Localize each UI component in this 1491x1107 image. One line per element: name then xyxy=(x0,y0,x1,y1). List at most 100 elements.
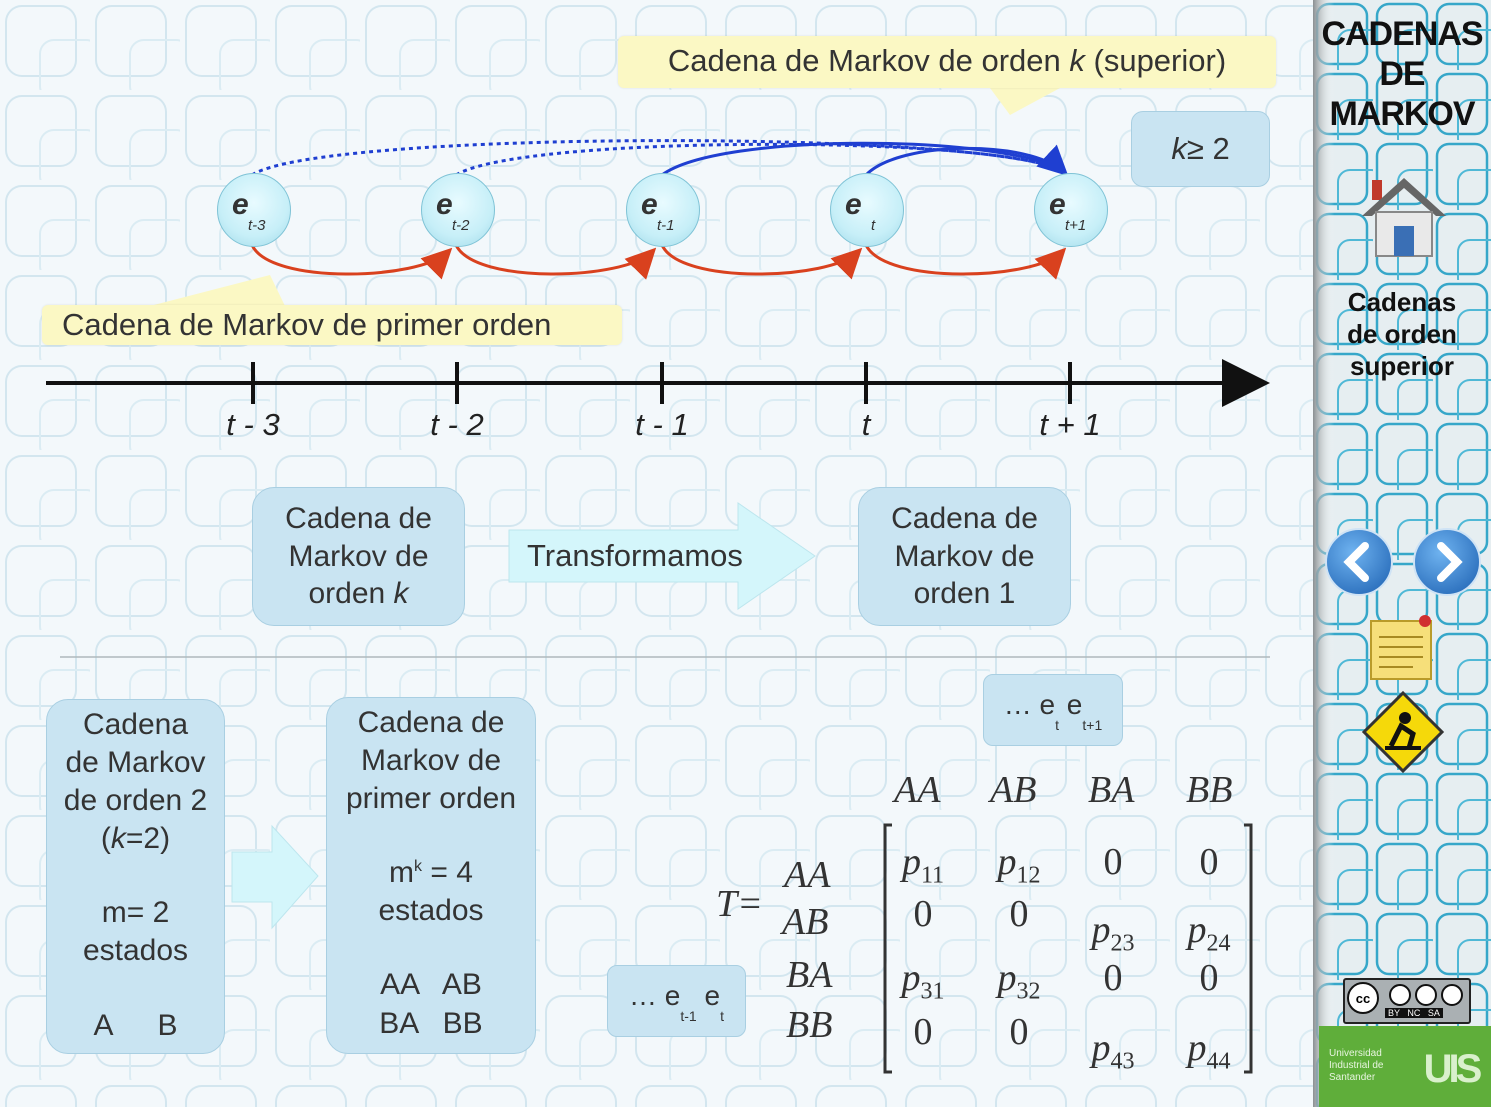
construction-icon[interactable] xyxy=(1361,690,1445,774)
uni-line: Universidad xyxy=(1329,1048,1382,1059)
box-line: mk = 4 xyxy=(346,854,516,892)
tick-label-t: t xyxy=(861,407,871,442)
transform-arrow-label: Transformamos xyxy=(527,538,743,573)
state-letter: e xyxy=(1049,188,1066,221)
state-label: A xyxy=(93,1008,114,1042)
title-line: MARKOV xyxy=(1329,95,1475,133)
tag-subscript: t xyxy=(1055,716,1060,733)
tick-t-1 xyxy=(660,362,664,404)
state-subscript: t xyxy=(871,217,876,234)
matrix-cell: p24 xyxy=(1187,909,1231,957)
matrix-cell: p23 xyxy=(1091,909,1135,957)
callout-text: Cadena de Markov de orden xyxy=(667,43,1070,78)
sidebar-title: CADENAS DE MARKOV xyxy=(1313,14,1491,134)
box-line: Cadena de xyxy=(285,502,432,536)
chevron-left-icon xyxy=(1343,542,1369,582)
transform-arrow xyxy=(508,502,816,610)
box-line: Cadena xyxy=(82,708,189,741)
k-symbol: k xyxy=(1171,130,1187,166)
university-name: Universidad Industrial de Santander xyxy=(1329,1048,1409,1084)
notes-icon[interactable] xyxy=(1367,613,1437,683)
callout-text-end: (superior) xyxy=(1084,43,1227,78)
box-text: orden xyxy=(308,577,394,611)
matrix-cell: 0 xyxy=(913,1011,933,1053)
box-text: = 4 xyxy=(422,856,473,890)
box-line: estados xyxy=(82,934,189,968)
cc-icon: cc xyxy=(1347,982,1379,1014)
matrix-cell: 0 xyxy=(1103,957,1123,999)
home-icon[interactable] xyxy=(1358,172,1450,264)
matrix-cell: p32 xyxy=(997,957,1041,1005)
title-line: CADENAS xyxy=(1321,15,1483,53)
box-line: Markov de xyxy=(894,539,1035,573)
tick-t+1 xyxy=(1068,362,1072,404)
chevron-right-icon xyxy=(1437,542,1463,582)
uni-line: Industrial de xyxy=(1329,1060,1384,1071)
box-text: m xyxy=(389,856,415,890)
state-label: B xyxy=(157,1008,178,1042)
tag-text: … e xyxy=(629,979,681,1011)
box-line: de orden 2 xyxy=(63,784,208,818)
matrix-cell: p12 xyxy=(997,841,1041,889)
tick-label-t+1: t + 1 xyxy=(1039,407,1101,442)
box-line: primer orden xyxy=(345,782,517,816)
tag-subscript: t-1 xyxy=(680,1007,697,1024)
tick-t-2 xyxy=(455,362,459,404)
cc-license-badge[interactable]: cc BY NC SA xyxy=(1343,978,1471,1024)
tick-t-3 xyxy=(251,362,255,404)
box-line: orden k xyxy=(285,575,432,613)
matrix-brackets xyxy=(883,823,1253,1074)
tag-text: … e xyxy=(1003,688,1056,720)
row-header-AA: AA xyxy=(784,854,831,896)
section-line: superior xyxy=(1349,351,1455,381)
next-button[interactable] xyxy=(1413,528,1481,596)
sidebar: CADENAS DE MARKOV Cadenas de orden super… xyxy=(1313,0,1491,1107)
tick-label-t-3: t - 3 xyxy=(226,407,280,442)
box-text: ( xyxy=(100,822,111,856)
matrix-cell: p44 xyxy=(1187,1027,1231,1075)
order-1-box: Cadena de Markov de orden 1 xyxy=(858,487,1071,626)
row-header-BA: BA xyxy=(786,954,833,996)
first-order-example-box: Cadena de Markov de primer orden mk = 4 … xyxy=(326,697,536,1054)
box-line: estados xyxy=(378,894,484,928)
row-header-AB: AB xyxy=(782,901,829,943)
column-tag: … et et+1 xyxy=(983,674,1123,746)
state-letter: e xyxy=(845,188,862,221)
box-line: orden 1 xyxy=(913,577,1016,611)
first-order-callout-text: Cadena de Markov de primer orden xyxy=(62,307,552,342)
tick-t xyxy=(864,362,868,404)
cc-text: BY NC SA xyxy=(1385,1008,1443,1018)
box-line: (k=2) xyxy=(64,820,207,858)
title-line: DE xyxy=(1379,55,1425,93)
by-icon xyxy=(1389,984,1411,1006)
matrix-cell: 0 xyxy=(1199,957,1219,999)
matrix-name: T= xyxy=(716,883,763,925)
k-symbol: k xyxy=(110,822,126,856)
tag-subscript: t+1 xyxy=(1082,716,1103,733)
box-line: Cadena de xyxy=(891,502,1038,536)
k-symbol: k xyxy=(393,577,409,611)
first-order-callout: Cadena de Markov de primer orden xyxy=(42,305,622,345)
state-letter: e xyxy=(436,188,453,221)
col-header-BA: BA xyxy=(1088,769,1135,811)
state-letter: e xyxy=(232,188,249,221)
k-condition: ≥ 2 xyxy=(1186,130,1230,166)
tag-subscript: t xyxy=(720,1007,724,1024)
box-line: Markov de xyxy=(288,539,429,573)
k-condition-box: k ≥ 2 xyxy=(1131,111,1270,187)
previous-button[interactable] xyxy=(1325,528,1393,596)
box-line: de Markov xyxy=(65,746,206,780)
state-subscript: t-2 xyxy=(452,217,470,234)
row-tag: … et-1 et xyxy=(607,965,746,1037)
matrix-cell: p11 xyxy=(901,841,945,889)
uni-line: Santander xyxy=(1329,1072,1376,1083)
state-subscript: t+1 xyxy=(1065,217,1087,234)
university-logo[interactable]: Universidad Industrial de Santander UIS xyxy=(1319,1026,1491,1107)
matrix-cell: 0 xyxy=(1009,1011,1029,1053)
